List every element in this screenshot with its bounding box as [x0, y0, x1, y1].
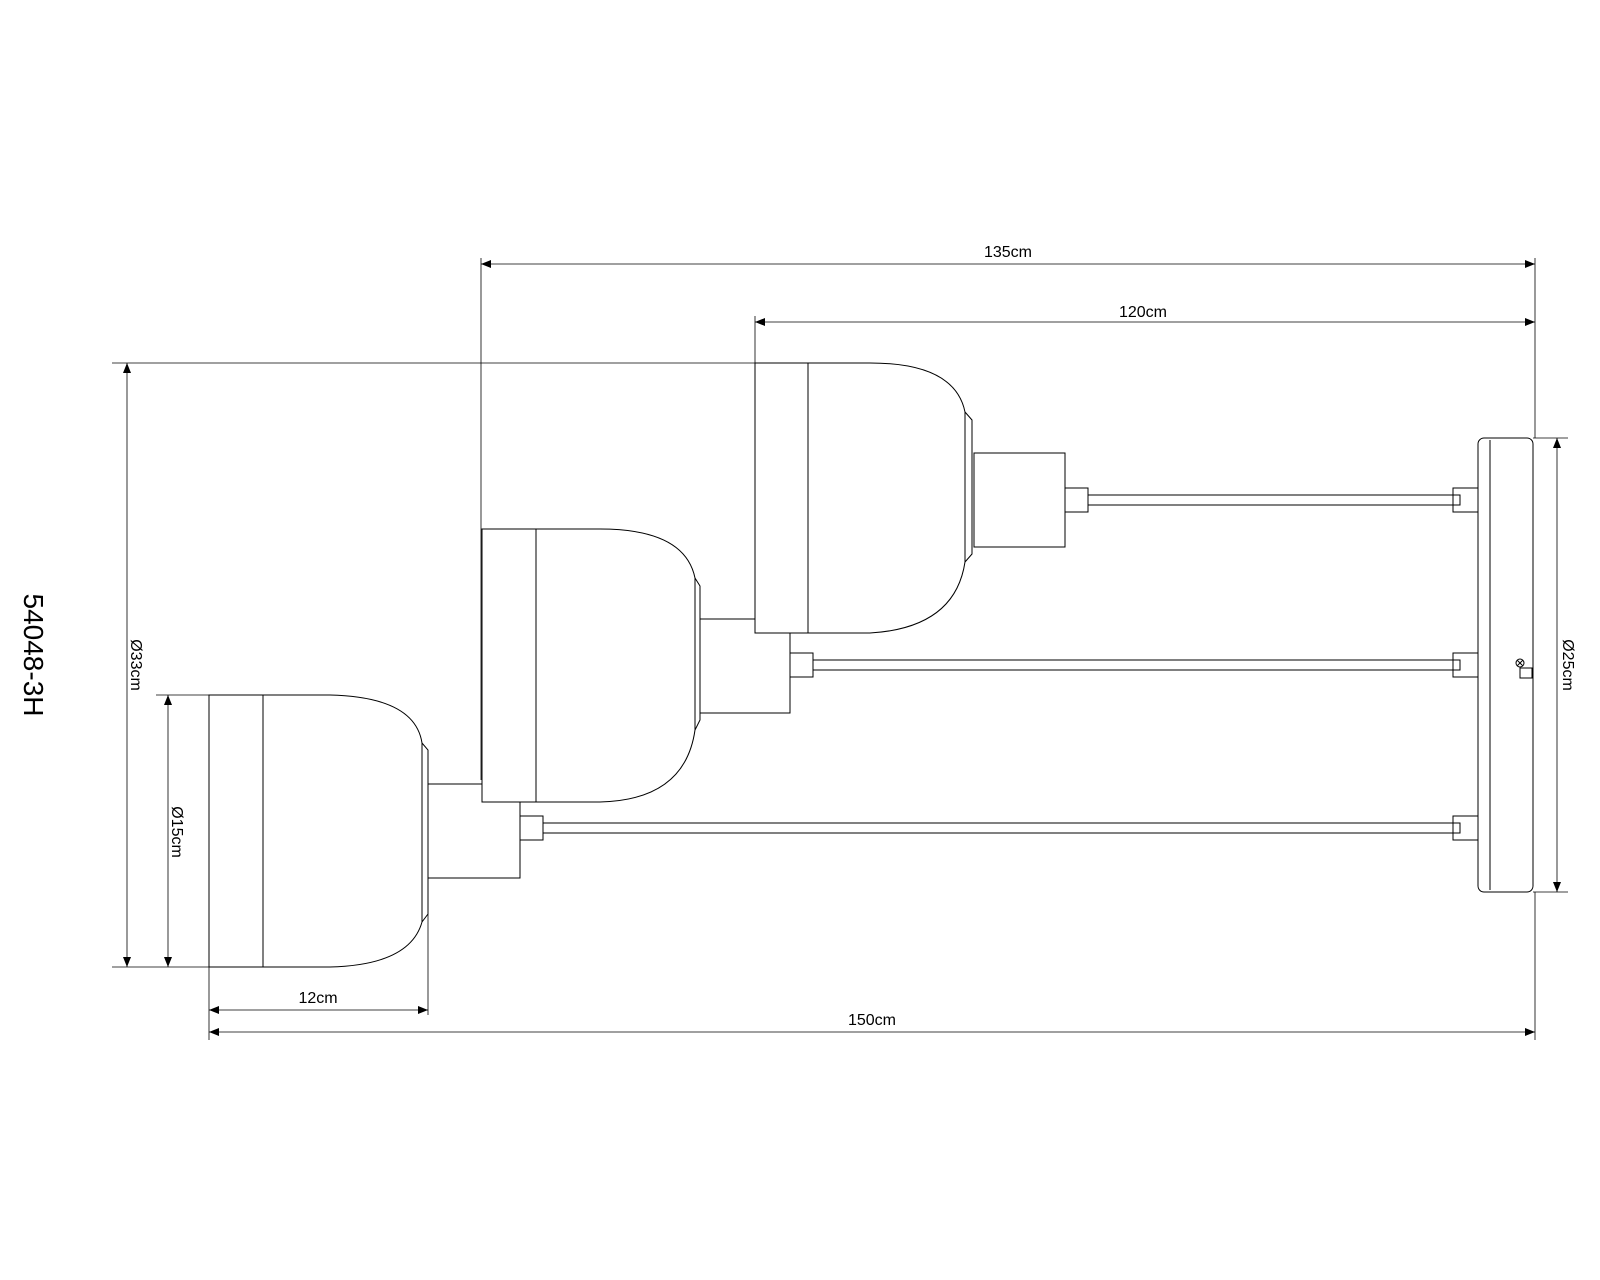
arm-top [973, 452, 1479, 548]
dimension-label-33: Ø33cm [127, 639, 144, 691]
dimension-15 [156, 694, 209, 967]
dimension-label-25: Ø25cm [1559, 639, 1576, 691]
shade-bottom [208, 694, 429, 968]
dimension-label-120: 120cm [1119, 304, 1167, 321]
dimension-label-150: 150cm [848, 1012, 896, 1029]
dimension-label-135: 135cm [984, 244, 1032, 261]
dimension-25 [1533, 437, 1568, 893]
shade-middle [481, 528, 701, 803]
dimension-33 [112, 362, 755, 968]
dimension-150 [209, 892, 1536, 1040]
ceiling-canopy [1477, 437, 1534, 893]
dimension-12 [208, 914, 429, 1040]
dimension-120 [754, 316, 1535, 363]
dimension-135 [480, 258, 1536, 780]
dimension-label-12: 12cm [298, 990, 337, 1007]
dimension-label-15: Ø15cm [168, 806, 185, 858]
model-number: 54048-3H [18, 594, 49, 717]
shade-top [754, 362, 973, 634]
